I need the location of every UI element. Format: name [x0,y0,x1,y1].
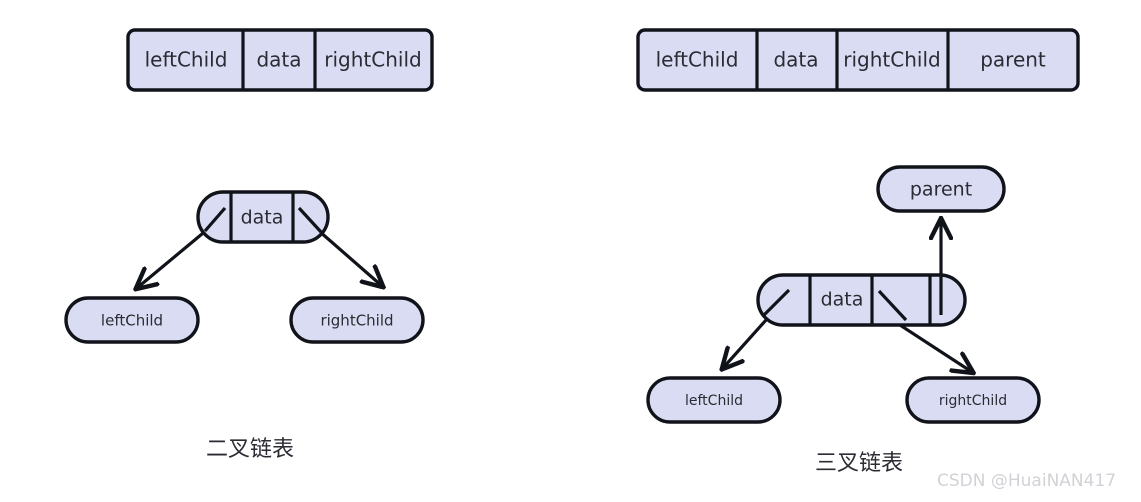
left-leftchild-node: leftChild [64,296,200,344]
right-struct-cell-leftchild: leftChild [656,48,739,72]
left-rightchild-label: rightChild [320,312,393,330]
left-struct-box-fill [128,30,432,90]
left-struct-cell-leftchild: leftChild [145,48,228,72]
right-rightchild-node: rightChild [905,376,1041,424]
left-rightchild-fill [291,298,423,342]
left-figure-caption: 二叉链表 [206,437,294,462]
right-figure-caption: 三叉链表 [815,451,903,476]
right-rightchild-fill [907,378,1039,422]
right-leftchild-node: leftChild [646,376,782,424]
right-root-leftpointer-stub [762,288,791,317]
right-parent-node: parent [876,165,1006,213]
right-parent-label: parent [910,179,972,201]
left-root-data-label: data [241,207,284,229]
right-root-data-label: data [821,289,864,311]
csdn-watermark: CSDN @HuaiNAN417 [937,471,1116,491]
right-rightchild-label: rightChild [939,393,1007,409]
right-root-node: data [756,273,967,327]
left-struct-box: leftChild data rightChild [126,28,434,92]
left-leftchild-fill [66,298,198,342]
right-struct-box-fill [638,30,1078,90]
right-figure: leftChild data rightChild parent parent [636,28,1080,476]
right-parent-fill [878,167,1004,211]
left-struct-box-outline [126,28,434,92]
right-rightchild-outline [905,376,1041,424]
right-struct-box: leftChild data rightChild parent [636,28,1080,92]
left-figure: leftChild data rightChild data leftChild [64,28,434,462]
left-edge-to-leftchild [137,222,216,288]
left-leftchild-label: leftChild [101,312,163,330]
left-rightchild-node: rightChild [289,296,425,344]
right-parent-outline [876,165,1006,213]
left-root-leftpointer-stub [203,206,227,233]
left-root-rightpointer-stub [297,206,323,234]
right-struct-cell-data: data [773,48,818,72]
right-leftchild-label: leftChild [685,393,743,409]
left-rightchild-outline [289,296,425,344]
right-struct-box-outline [636,28,1080,92]
left-leftchild-outline [64,296,200,344]
left-struct-cell-data: data [256,48,301,72]
left-root-node-outline [196,190,330,244]
right-root-rightpointer-stub [877,289,908,322]
right-struct-cell-rightchild: rightChild [843,48,940,72]
right-root-node-outline [756,273,967,327]
right-leftchild-outline [646,376,782,424]
right-leftchild-fill [648,378,780,422]
left-root-node: data [196,190,330,244]
right-struct-cell-parent: parent [980,48,1046,72]
left-struct-cell-rightchild: rightChild [324,48,421,72]
